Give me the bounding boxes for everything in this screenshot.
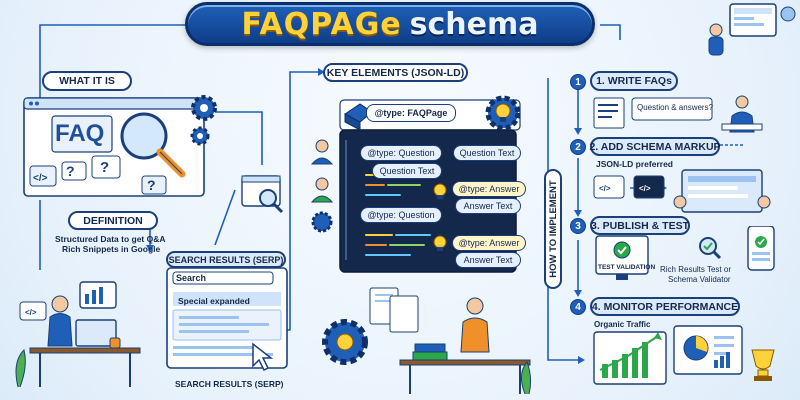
- step3-number: 3: [570, 218, 586, 234]
- what-it-is-label: WHAT IT IS: [42, 71, 132, 91]
- serp-browser-illustration: [166, 267, 288, 372]
- answer2-type-pill: @type: Answer: [452, 235, 526, 251]
- definition-label: DEFINITION: [68, 211, 158, 230]
- serp-search-text: Search: [176, 273, 207, 283]
- question1-type-pill: @type: Question: [360, 145, 442, 161]
- step2-number: 2: [570, 139, 586, 155]
- test-validation-badge: TEST VALIDATION: [598, 264, 656, 271]
- step1-number: 1: [570, 74, 586, 90]
- user-avatars: [310, 139, 334, 233]
- key-elements-label: KEY ELEMENTS (JSON-LD): [323, 63, 468, 82]
- step2-illustration: </> </>: [593, 169, 771, 213]
- step1-illustration: [593, 95, 763, 133]
- title-schema: schema: [409, 6, 539, 42]
- step1-caption: Question & answers?: [637, 103, 714, 112]
- step3-label: 3. PUBLISH & TEST: [590, 216, 690, 235]
- question-mark-1: ?: [66, 163, 75, 179]
- svg-text:</>: </>: [599, 184, 611, 193]
- answer-text2-pill: Answer Text: [455, 252, 521, 268]
- serp-special-expanded: Special expanded: [178, 296, 250, 306]
- faqpage-type-pill: @type: FAQPage: [366, 104, 456, 122]
- faq-big-text: FAQ: [55, 120, 105, 147]
- question-mark-2: ?: [100, 159, 110, 176]
- step2-caption: JSON-LD preferred: [596, 159, 673, 169]
- person-desk-illustration: </>: [15, 281, 141, 388]
- svg-text:</>: </>: [639, 184, 651, 193]
- magnifier-browser-icon: [241, 175, 284, 214]
- question-mark-3: ?: [147, 177, 156, 193]
- lightbulb-icons: [433, 183, 447, 251]
- title-banner: FAQPAGe schema: [185, 2, 595, 46]
- step4-caption: Organic Traffic: [594, 320, 651, 329]
- step1-label: 1. WRITE FAQs: [590, 71, 678, 91]
- question-text2-pill: Question Text: [372, 163, 442, 179]
- definition-text-line2: Rich Snippets in Google: [62, 244, 161, 254]
- step4-label: 4. MONITOR PERFORMANCE: [590, 297, 740, 316]
- serp-label: SEARCH RESULTS (SERP): [166, 251, 286, 268]
- faq-browser-illustration: [23, 97, 205, 197]
- step3-caption-line1: Rich Results Test or: [660, 265, 731, 274]
- how-to-implement-label: HOW TO IMPLEMENT: [544, 169, 562, 289]
- serp-bottom-label: SEARCH RESULTS (SERP): [175, 379, 284, 389]
- definition-text-line1: Structured Data to get Q&A: [55, 234, 166, 244]
- bottom-center-illustration: [322, 287, 532, 395]
- code-symbol-1: </>: [33, 173, 48, 184]
- question2-type-pill: @type: Question: [360, 207, 442, 223]
- svg-text:</>: </>: [25, 308, 37, 317]
- header-person-computer-illustration: [708, 3, 796, 56]
- gear-icon-cluster-1: [190, 95, 217, 146]
- step3-illustration: [595, 226, 775, 280]
- gear-lightbulb-icon: [485, 95, 521, 131]
- step2-label: 2. ADD SCHEMA MARKUP: [589, 137, 721, 156]
- answer1-type-pill: @type: Answer: [452, 181, 526, 197]
- step3-caption-line2: Schema Validator: [668, 275, 731, 284]
- question-text1-pill: Question Text: [453, 145, 521, 161]
- step4-number: 4: [570, 299, 586, 315]
- step4-illustration: [593, 325, 775, 385]
- answer-text1-pill: Answer Text: [455, 198, 521, 214]
- title-faqpage: FAQPAGe: [241, 6, 402, 42]
